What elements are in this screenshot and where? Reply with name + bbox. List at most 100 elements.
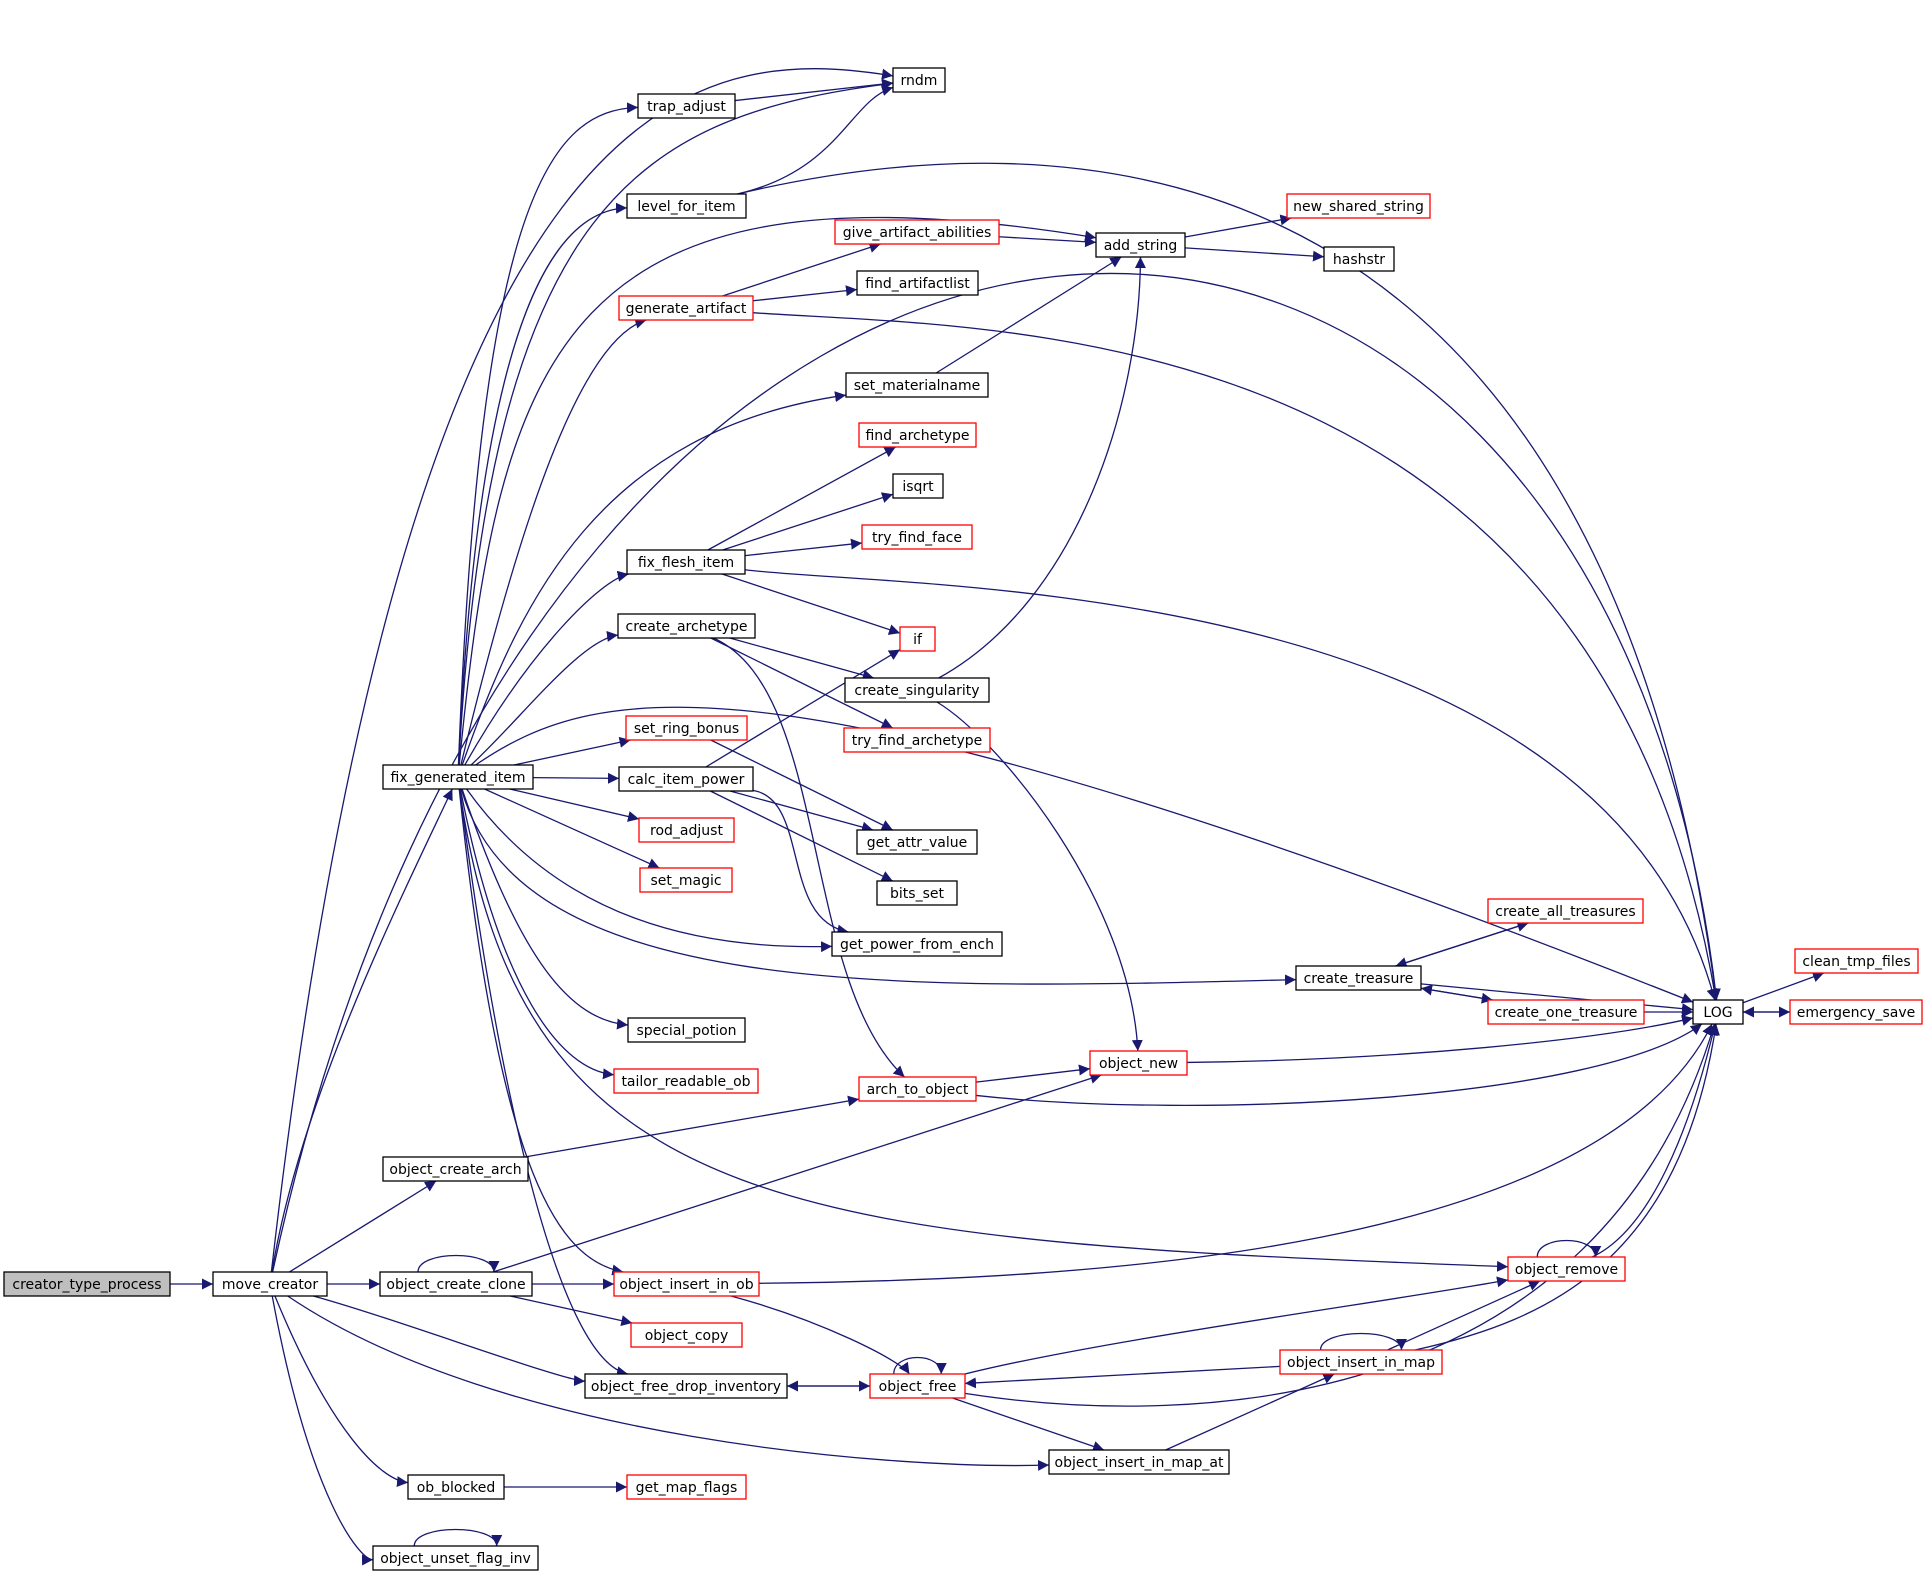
node-rndm[interactable]: rndm xyxy=(892,67,946,93)
node-hashstr[interactable]: hashstr xyxy=(1323,246,1395,272)
node-clean_tmp_files[interactable]: clean_tmp_files xyxy=(1794,948,1919,974)
node-object_new[interactable]: object_new xyxy=(1089,1050,1188,1076)
node-object_remove[interactable]: object_remove xyxy=(1507,1256,1626,1282)
node-arch_to_object[interactable]: arch_to_object xyxy=(858,1076,977,1102)
node-creator_type_process[interactable]: creator_type_process xyxy=(3,1271,171,1297)
edge-fix_flesh_item-to-LOG xyxy=(744,569,1718,1001)
edge-fix_generated_item-to-get_power_from_ench xyxy=(466,788,833,953)
node-box xyxy=(626,549,746,575)
node-label: tailor_readable_ob xyxy=(621,1074,750,1090)
node-label: bits_set xyxy=(890,886,944,902)
node-label: object_unset_flag_inv xyxy=(380,1551,531,1567)
node-isqrt[interactable]: isqrt xyxy=(892,473,944,499)
node-LOG[interactable]: LOG xyxy=(1692,999,1744,1025)
node-calc_item_power[interactable]: calc_item_power xyxy=(618,766,754,792)
node-object_free[interactable]: object_free xyxy=(869,1373,966,1399)
edge-level_for_item-to-LOG xyxy=(737,162,1721,1001)
node-box xyxy=(3,1271,171,1297)
node-label: if xyxy=(913,632,923,648)
node-object_insert_in_ob[interactable]: object_insert_in_ob xyxy=(613,1271,760,1297)
node-get_map_flags[interactable]: get_map_flags xyxy=(626,1474,747,1500)
node-layer: creator_type_process move_creator fix_gene… xyxy=(3,67,1923,1571)
edge-trap_adjust-to-rndm xyxy=(734,78,894,102)
node-label: emergency_save xyxy=(1797,1005,1916,1021)
node-tailor_readable_ob[interactable]: tailor_readable_ob xyxy=(613,1068,759,1094)
node-box xyxy=(834,219,1000,245)
node-object_unset_flag_inv[interactable]: object_unset_flag_inv xyxy=(372,1545,539,1571)
node-get_attr_value[interactable]: get_attr_value xyxy=(856,829,978,855)
edge-fix_generated_item-to-LOG xyxy=(475,706,1694,1004)
edge-fix_generated_item-to-rndm xyxy=(458,79,894,766)
node-box xyxy=(845,372,989,398)
node-find_archetype[interactable]: find_archetype xyxy=(858,422,977,448)
edge-level_for_item-to-rndm xyxy=(737,85,894,195)
node-box xyxy=(382,764,534,790)
node-new_shared_string[interactable]: new_shared_string xyxy=(1286,193,1431,219)
node-fix_generated_item[interactable]: fix_generated_item xyxy=(382,764,534,790)
node-create_one_treasure[interactable]: create_one_treasure xyxy=(1487,999,1645,1025)
edge-set_ring_bonus-to-get_attr_value xyxy=(710,739,894,831)
node-box xyxy=(1095,232,1186,258)
edge-object_free-to-object_insert_in_map_at xyxy=(952,1397,1105,1452)
node-bits_set[interactable]: bits_set xyxy=(876,880,958,906)
node-label: try_find_face xyxy=(872,530,962,546)
node-rod_adjust[interactable]: rod_adjust xyxy=(638,817,735,843)
node-box xyxy=(1323,246,1395,272)
node-box xyxy=(1295,965,1422,991)
node-box xyxy=(876,880,958,906)
node-box xyxy=(856,829,978,855)
node-label: create_all_treasures xyxy=(1495,904,1635,920)
node-label: set_ring_bonus xyxy=(634,721,739,737)
node-box xyxy=(617,613,756,639)
node-object_free_drop_inventory[interactable]: object_free_drop_inventory xyxy=(584,1373,788,1399)
node-box xyxy=(626,1474,747,1500)
node-object_copy[interactable]: object_copy xyxy=(630,1322,743,1348)
node-fix_flesh_item[interactable]: fix_flesh_item xyxy=(626,549,746,575)
node-generate_artifact[interactable]: generate_artifact xyxy=(618,295,754,321)
node-level_for_item[interactable]: level_for_item xyxy=(626,193,747,219)
node-box xyxy=(1794,948,1919,974)
node-object_create_clone[interactable]: object_create_clone xyxy=(379,1271,533,1297)
node-get_power_from_ench[interactable]: get_power_from_ench xyxy=(831,931,1003,957)
edge-arch_to_object-to-object_new xyxy=(975,1064,1091,1083)
node-if[interactable]: if xyxy=(899,626,936,652)
node-give_artifact_abilities[interactable]: give_artifact_abilities xyxy=(834,219,1000,245)
node-label: object_remove xyxy=(1515,1262,1618,1278)
node-create_treasure[interactable]: create_treasure xyxy=(1295,965,1422,991)
node-box xyxy=(899,626,936,652)
node-try_find_face[interactable]: try_find_face xyxy=(861,524,973,550)
node-set_magic[interactable]: set_magic xyxy=(639,867,733,893)
edge-move_creator-to-object_free_drop_inventory xyxy=(313,1295,586,1387)
node-find_artifactlist[interactable]: find_artifactlist xyxy=(856,270,979,296)
node-object_create_arch[interactable]: object_create_arch xyxy=(382,1156,529,1182)
node-label: get_attr_value xyxy=(867,835,968,851)
node-box xyxy=(869,1373,966,1399)
node-object_insert_in_map[interactable]: object_insert_in_map xyxy=(1279,1349,1443,1375)
node-box xyxy=(861,524,973,550)
edge-fix_generated_item-to-calc_item_power xyxy=(532,772,620,784)
node-label: object_insert_in_map_at xyxy=(1055,1455,1225,1471)
node-emergency_save[interactable]: emergency_save xyxy=(1789,999,1923,1025)
node-label: get_map_flags xyxy=(636,1480,738,1496)
edge-fix_generated_item-to-fix_flesh_item xyxy=(464,570,629,766)
node-label: create_one_treasure xyxy=(1495,1005,1638,1021)
node-create_archetype[interactable]: create_archetype xyxy=(617,613,756,639)
node-create_singularity[interactable]: create_singularity xyxy=(844,677,990,703)
node-box xyxy=(1507,1256,1626,1282)
edge-object_create_clone-to-object_new xyxy=(492,1073,1102,1273)
node-move_creator[interactable]: move_creator xyxy=(212,1271,328,1297)
node-object_insert_in_map_at[interactable]: object_insert_in_map_at xyxy=(1048,1449,1230,1475)
node-set_materialname[interactable]: set_materialname xyxy=(845,372,989,398)
node-add_string[interactable]: add_string xyxy=(1095,232,1186,258)
edge-fix_generated_item-to-create_treasure xyxy=(460,788,1297,986)
node-trap_adjust[interactable]: trap_adjust xyxy=(637,93,736,119)
node-special_potion[interactable]: special_potion xyxy=(627,1017,746,1043)
node-create_all_treasures[interactable]: create_all_treasures xyxy=(1487,898,1644,924)
node-box xyxy=(613,1068,759,1094)
node-try_find_archetype[interactable]: try_find_archetype xyxy=(843,727,991,753)
node-ob_blocked[interactable]: ob_blocked xyxy=(407,1474,505,1500)
node-label: object_create_arch xyxy=(389,1162,521,1178)
node-set_ring_bonus[interactable]: set_ring_bonus xyxy=(625,715,748,741)
node-label: rndm xyxy=(901,73,938,89)
edge-generate_artifact-to-give_artifact_abilities xyxy=(722,242,881,297)
